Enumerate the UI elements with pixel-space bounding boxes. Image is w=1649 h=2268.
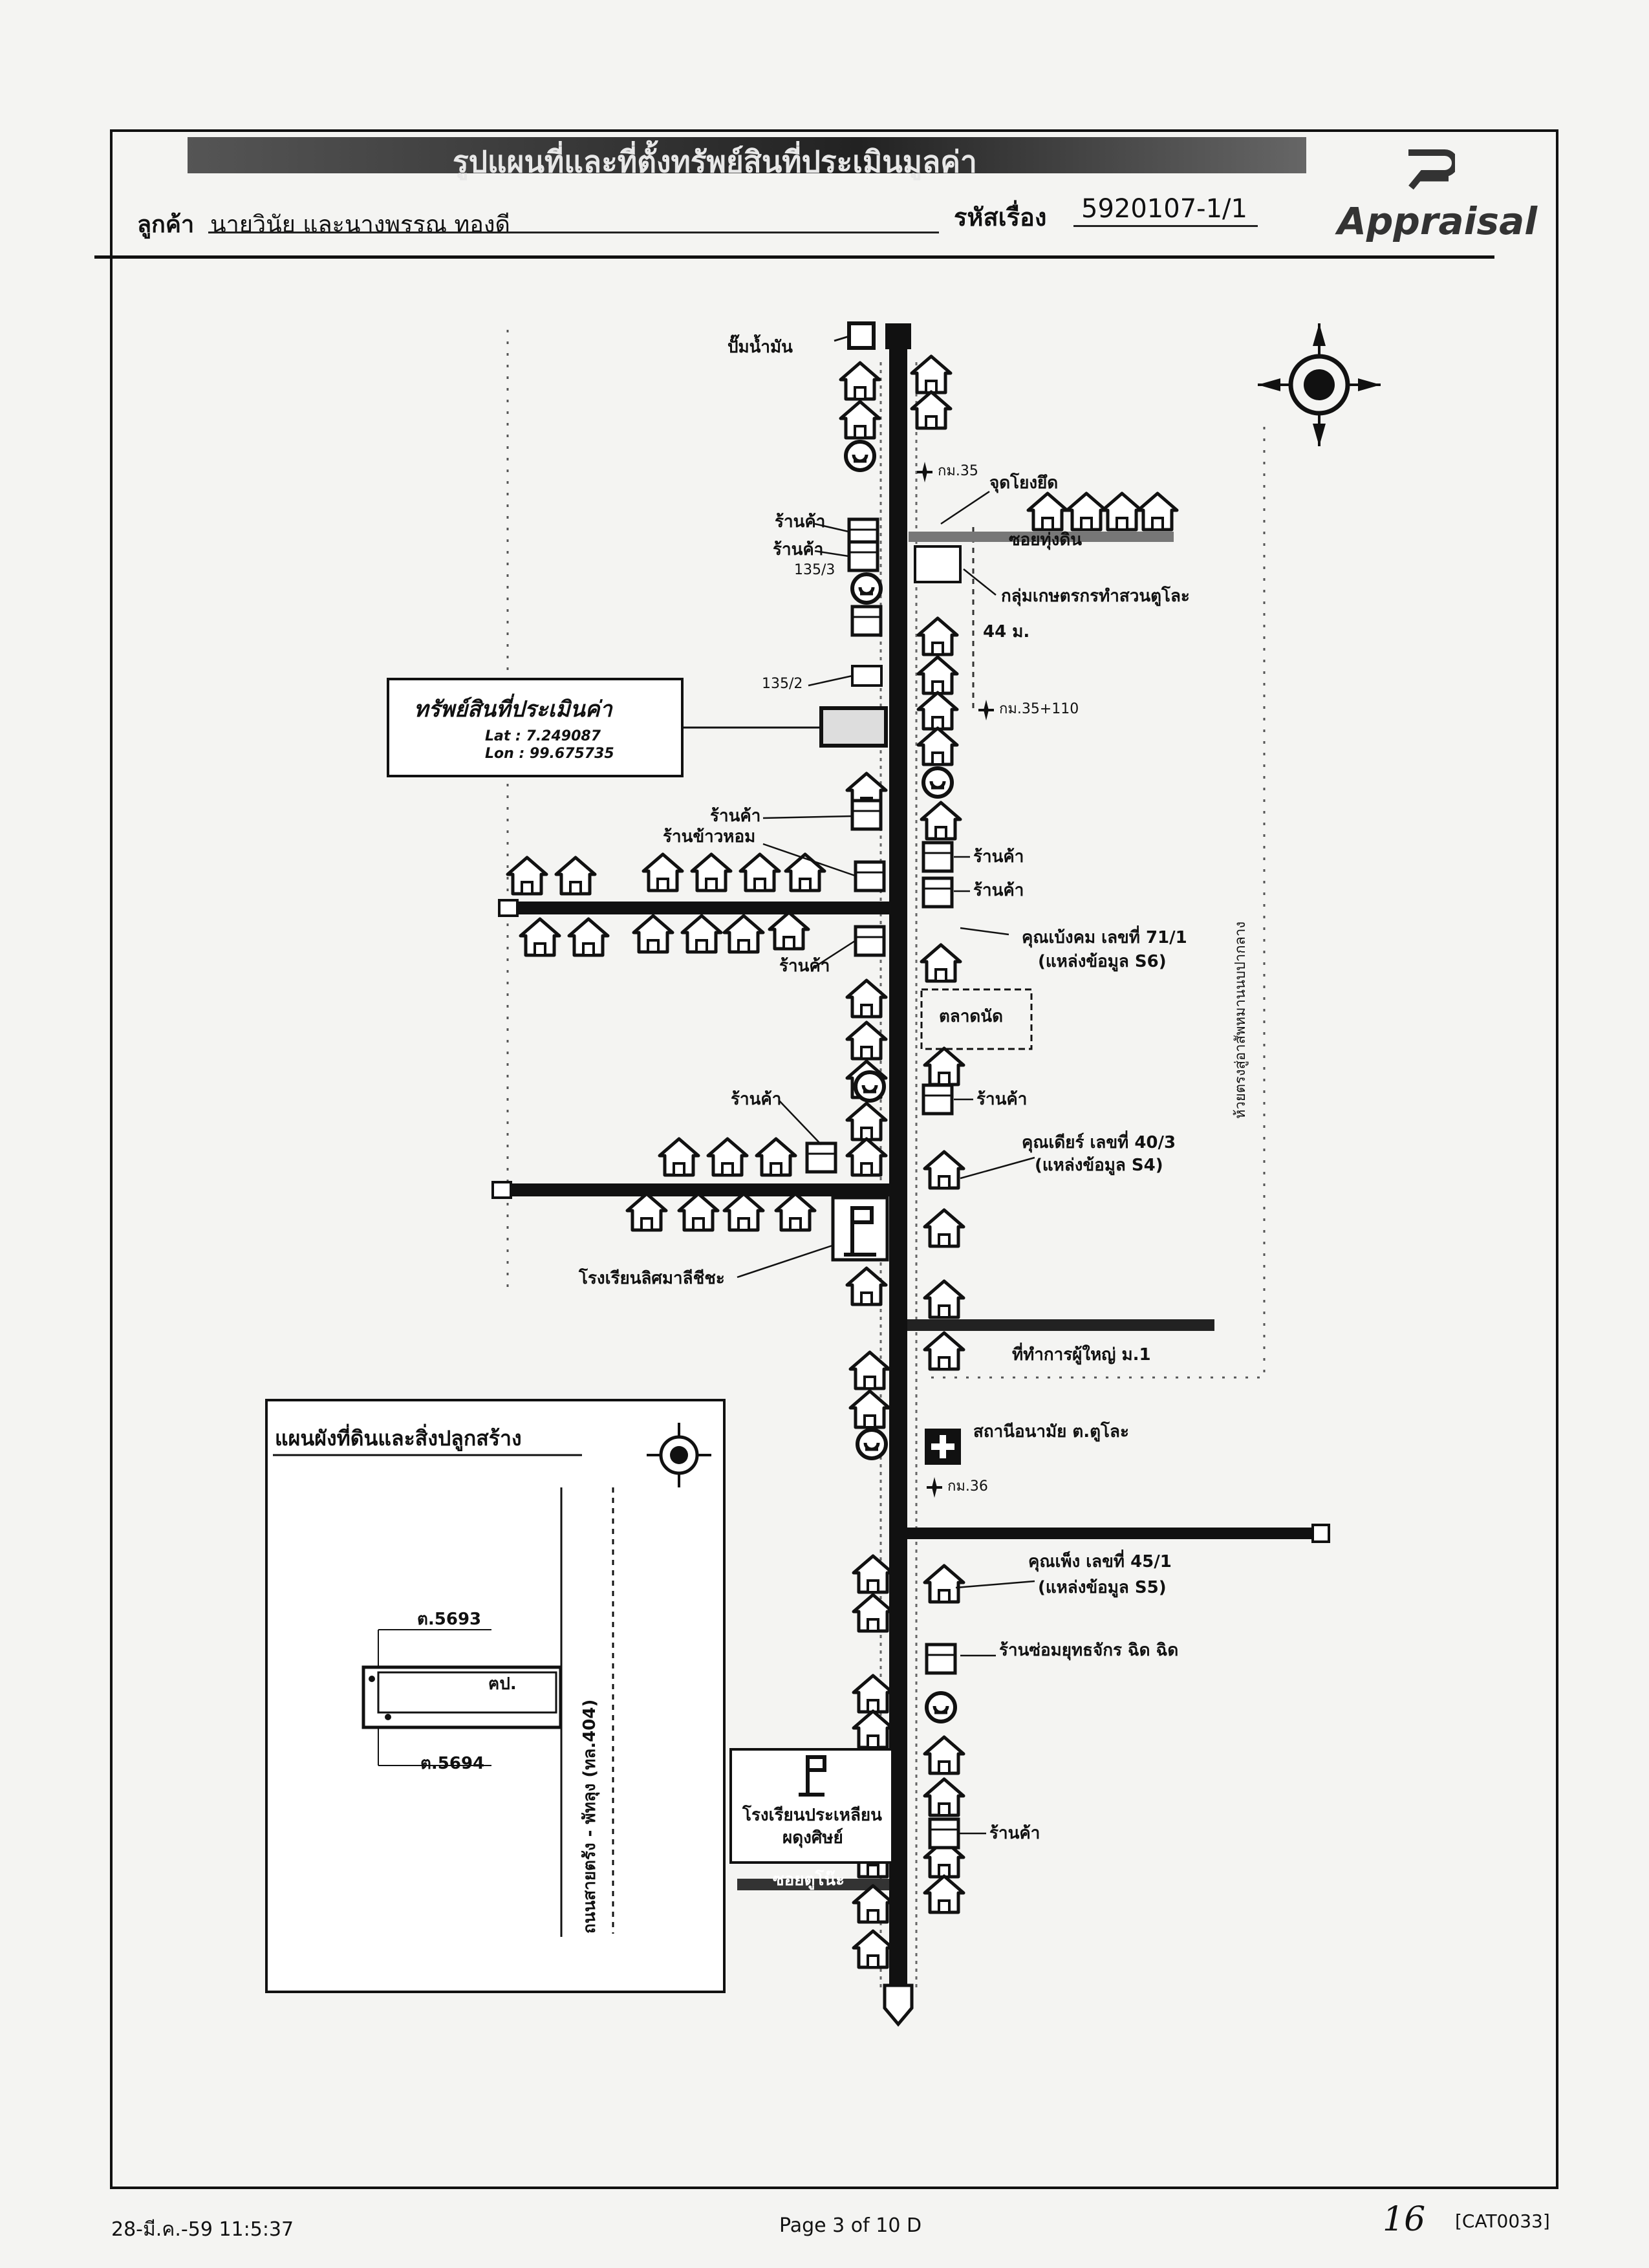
label-school-2-line1: โรงเรียนประเหลียน	[742, 1804, 882, 1825]
side-road-west-2	[495, 1183, 889, 1196]
label-soi-bottom: ซอยตูโน๊ะ	[773, 1869, 845, 1890]
km-marker-icon	[977, 698, 995, 722]
footer-datetime: 28-มี.ค.-59 11:5:37	[111, 2218, 294, 2241]
label-market: ตลาดนัด	[939, 1007, 1003, 1026]
label-dist-44: 44 ม.	[983, 622, 1029, 642]
customer-underline	[208, 232, 939, 233]
subject-property-marker	[819, 706, 888, 748]
label-s4-line1: คุณเดียร์ เลขที่ 40/3	[1022, 1130, 1176, 1153]
market-box	[920, 988, 1033, 1050]
school-flag-icon	[831, 1196, 889, 1262]
label-shop: ร้านค้า	[775, 512, 825, 532]
school-flag-icon	[799, 1755, 826, 1797]
label-lot-135-2: 135/2	[762, 676, 803, 692]
inset-compass-icon	[647, 1423, 711, 1487]
houses-east-column	[912, 356, 964, 1912]
property-title: ทรัพย์สินที่ประเมินค่า	[414, 693, 614, 722]
label-shop: ร้านค้า	[779, 956, 830, 976]
page-frame	[110, 129, 1558, 2189]
label-health-station: สถานีอนามัย ต.ตูโละ	[973, 1421, 1129, 1442]
road-top-end	[885, 323, 911, 349]
label-village-head: ที่ทำการผู้ใหญ่ ม.1	[1012, 1342, 1151, 1365]
label-shop: ร้านค้า	[976, 1090, 1027, 1109]
compass-icon	[1258, 323, 1381, 446]
inset-road-label: ถนนสายตรัง - พัทลุง (ทล.404)	[580, 1700, 600, 1934]
page-title: รูปแผนที่และที่ตั้งทรัพย์สินที่ประเมินมู…	[453, 144, 977, 179]
brand-logo-icon	[1408, 149, 1455, 190]
customer-label: ลูกค้า	[137, 211, 195, 238]
footer-code: [CAT0033]	[1455, 2210, 1550, 2232]
main-road	[889, 323, 907, 2005]
inset-lot-bottom: ต.5694	[420, 1754, 484, 1773]
label-farmers-group: กลุ่มเกษตรกรทำสวนตูโละ	[1001, 585, 1190, 607]
km-marker-icon	[916, 460, 934, 484]
label-shop: ร้านค้า	[973, 881, 1024, 900]
label-km35: กม.35	[938, 463, 978, 479]
ref-underline	[1073, 225, 1258, 227]
brand-name: Appraisal	[1337, 199, 1538, 243]
label-shop: ร้านค้า	[773, 540, 823, 559]
side-road-east-soi	[909, 532, 1174, 542]
side-road-west-bottom	[737, 1879, 889, 1890]
header-bar	[188, 137, 1306, 173]
side-road-east-1	[907, 1319, 1214, 1331]
inset-title: แผนผังที่ดินและสิ่งปลูกสร้าง	[275, 1423, 522, 1452]
label-school-2-line2: ผดุงศิษย์	[782, 1828, 843, 1848]
label-km36: กม.36	[947, 1478, 988, 1495]
side-road-east-2	[907, 1528, 1321, 1539]
lot-135-2-box	[851, 665, 883, 687]
label-shop: ร้านค้า	[710, 806, 760, 826]
farmers-group-building	[914, 545, 962, 583]
inset-lot-mid: ฅป.	[488, 1674, 517, 1694]
label-s6-line2: (แหล่งข้อมูล S6)	[1038, 952, 1167, 972]
label-s6-line1: คุณเบ้งคม เลขที่ 71/1	[1022, 925, 1187, 948]
label-gas-station: ปั๊มน้ำมัน	[727, 334, 793, 357]
inset-lot-outline	[361, 1665, 563, 1729]
label-shop: ร้านค้า	[989, 1824, 1040, 1843]
label-km35-110: กม.35+110	[999, 701, 1079, 717]
label-s4-line2: (แหล่งข้อมูล S4)	[1035, 1156, 1163, 1176]
property-lon: Lon : 99.675735	[485, 746, 614, 762]
customer-name: นายวินัย และนางพรรณ ทองดี	[210, 211, 510, 238]
label-soi: ซอยทุ่งดิน	[1009, 530, 1082, 550]
label-rice-shop: ร้านข้าวหอม	[663, 827, 755, 847]
footer-page: Page 3 of 10 D	[779, 2214, 922, 2237]
label-s5-line2: (แหล่งข้อมูล S5)	[1038, 1578, 1167, 1598]
label-viewpoint: จุดโยงยึด	[989, 472, 1058, 493]
houses-row-north	[1028, 493, 1177, 530]
footer-handwritten-number: 16	[1383, 2200, 1426, 2239]
gas-pump-icon	[847, 321, 876, 350]
label-shop: ร้านค้า	[731, 1090, 781, 1109]
ref-value: 5920107-1/1	[1081, 194, 1247, 224]
label-shop: ร้านค้า	[973, 847, 1024, 867]
header-separator	[94, 255, 1494, 259]
health-cross-icon	[925, 1429, 961, 1465]
label-school-1: โรงเรียนลิศมาลีชีชะ	[578, 1268, 725, 1288]
side-road-west-1	[501, 902, 889, 914]
label-vertical-note: ห้วยตรงสู่อาสัพหมานนบปากลาง	[1233, 922, 1249, 1119]
label-lot-135-3: 135/3	[794, 562, 835, 578]
ref-label: รหัสเรื่อง	[954, 203, 1047, 232]
road-arrow-south	[883, 1983, 914, 2027]
label-s5-line1: คุณเพ็ง เลขที่ 45/1	[1028, 1549, 1172, 1572]
property-lat: Lat : 7.249087	[485, 728, 601, 744]
inset-lot-top: ต.5693	[417, 1610, 481, 1629]
label-repair-shop: ร้านซ่อมยุทธจักร ฉิด ฉิด	[999, 1641, 1178, 1661]
leader-lines	[737, 490, 1035, 1835]
km-marker-icon	[925, 1476, 943, 1499]
property-callout	[387, 678, 684, 777]
